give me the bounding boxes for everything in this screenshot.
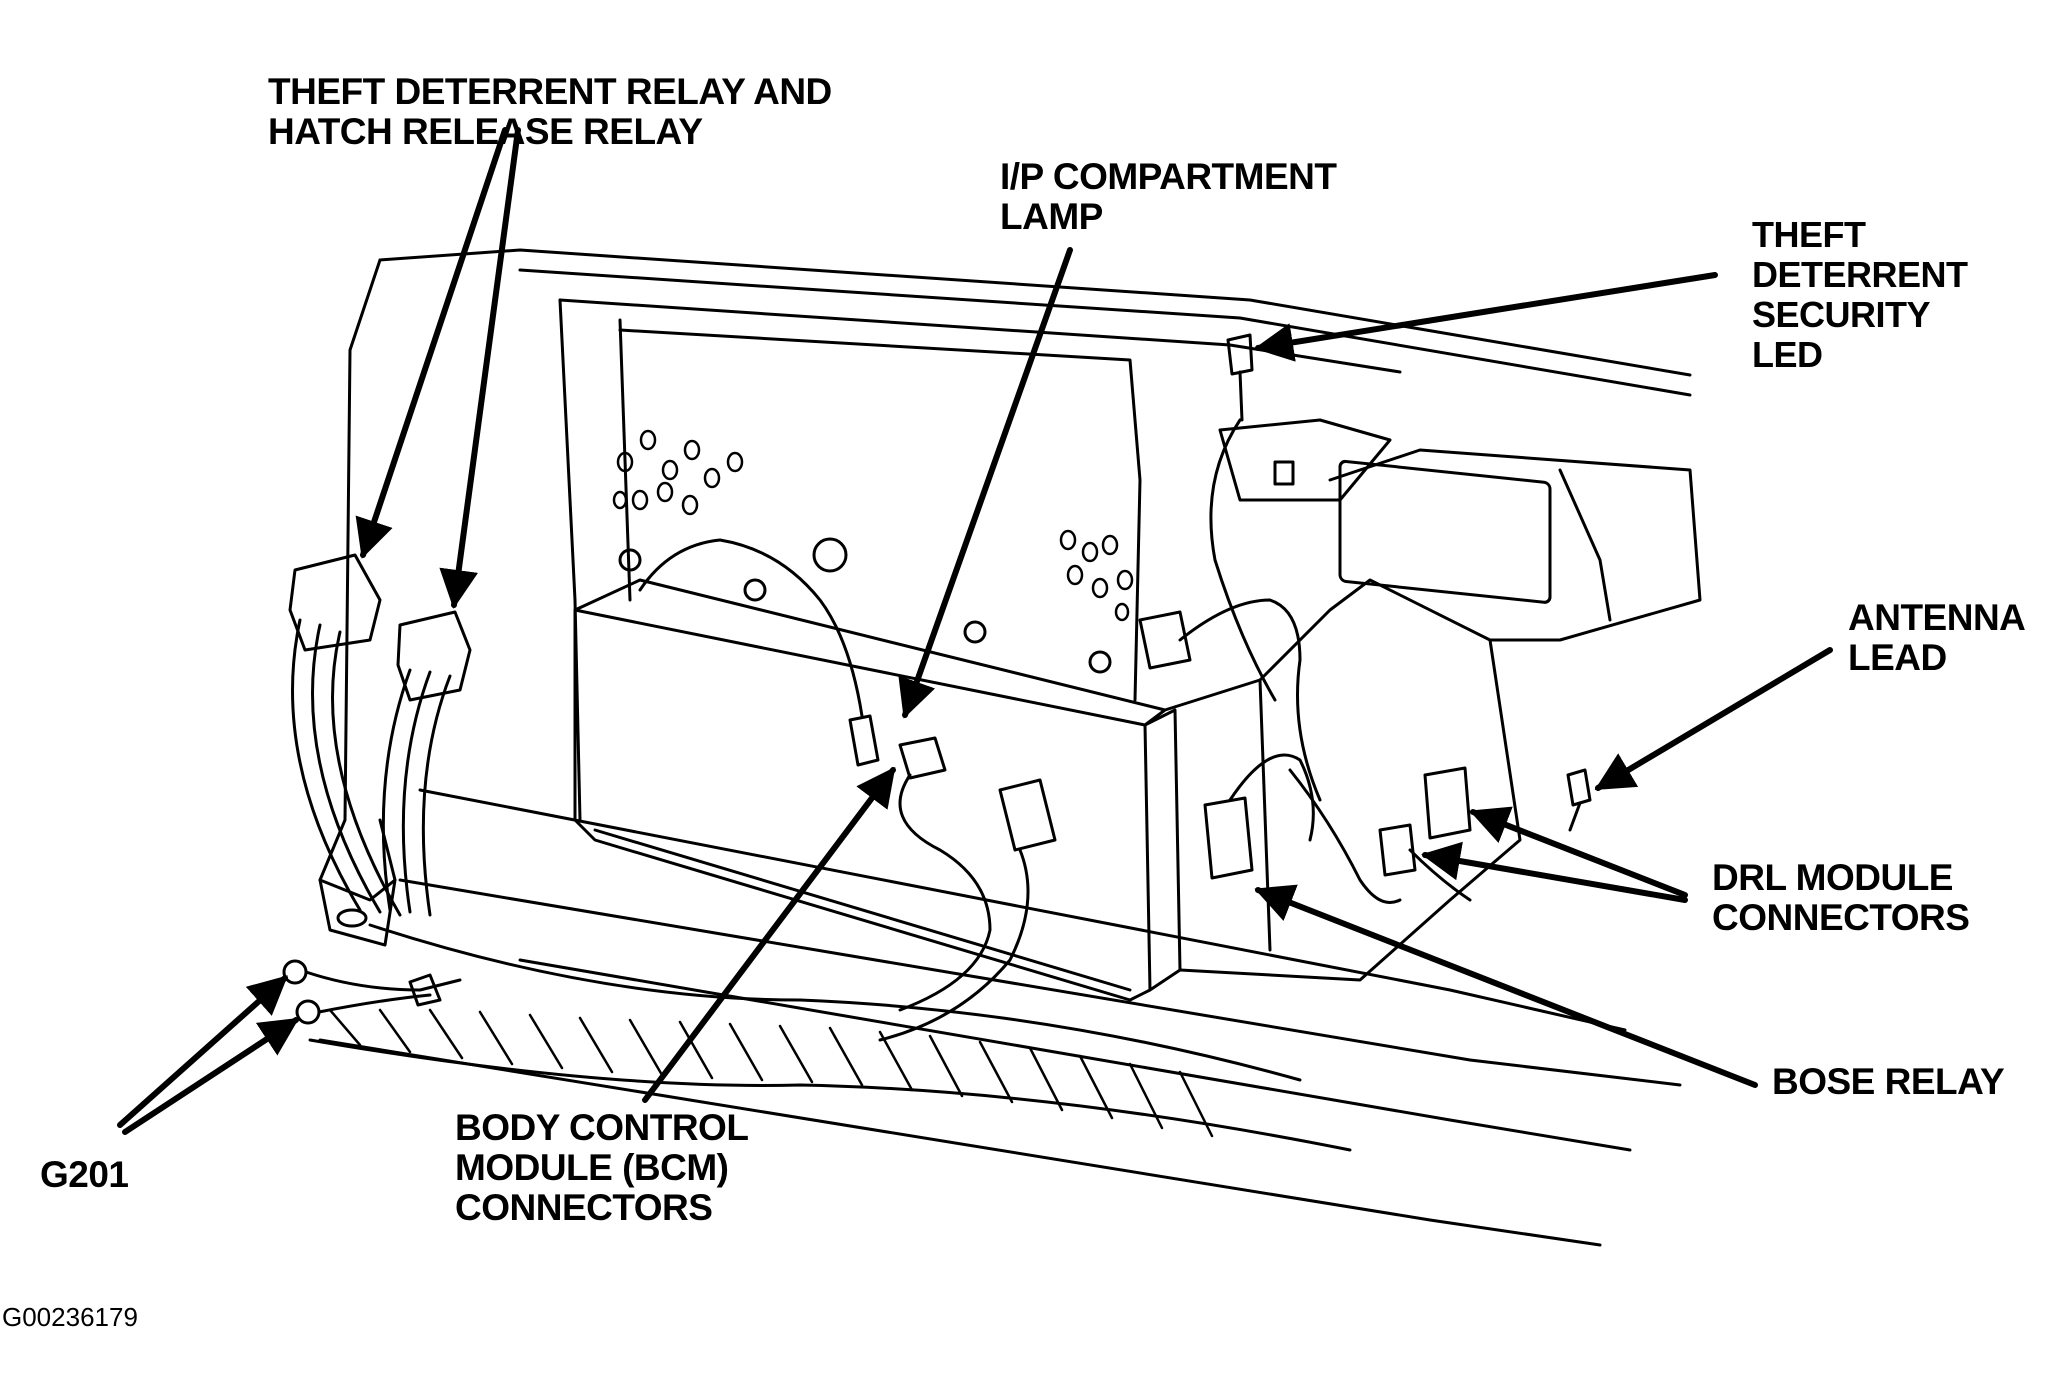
arrow-g201-upper [117, 975, 288, 1128]
harness-wrap-stripes [328, 1008, 1214, 1138]
relay-harness-right [381, 668, 452, 917]
theft-deterrent-relay [288, 553, 382, 652]
bose-relay [1203, 796, 1254, 880]
bcm-box-top [573, 578, 1167, 727]
arrow-theft-relay [355, 127, 508, 559]
arrow-antenna [1594, 647, 1833, 791]
relay-harness-left [291, 618, 402, 917]
console-wiring [1178, 598, 1322, 802]
bcm-connector-a [898, 736, 947, 780]
dash-top-edge-inner [518, 268, 1692, 397]
arrow-security-led [1254, 272, 1718, 362]
vent-holes-right [1059, 529, 1134, 622]
dash-left-bracket [318, 878, 397, 947]
arrow-ip-lamp [898, 247, 1073, 719]
antenna-lead-plug [1566, 768, 1592, 807]
security-led [1226, 333, 1254, 376]
led-wire [1209, 370, 1277, 702]
right-dash-panel [1328, 448, 1702, 642]
figure-id: G00236179 [2, 1302, 138, 1332]
panel-divider-left [558, 298, 582, 822]
label-security-led: THEFT DETERRENT SECURITY LED [1752, 214, 1968, 375]
label-antenna-lead: ANTENNA LEAD [1848, 597, 2026, 678]
panel-divider-mid [618, 318, 632, 602]
console-connector [1138, 610, 1192, 670]
main-harness-upper [368, 923, 1302, 1082]
drl-connector-upper [1423, 766, 1472, 840]
label-drl-connectors: DRL MODULE CONNECTORS [1712, 857, 1970, 938]
ip-lamp-connector [848, 714, 880, 767]
ground-terminal-lower [295, 999, 321, 1025]
ip-lamp-wire [638, 538, 864, 718]
lower-trim-mid [398, 878, 1682, 1087]
bracket-hole [336, 908, 368, 928]
antenna-lead-cable [1568, 801, 1582, 832]
bcm-connector-b [998, 778, 1057, 852]
arrow-drl-lower [1421, 841, 1688, 903]
bcm-box-base [593, 828, 1132, 992]
mounting-bolts [618, 548, 1112, 674]
instrument-panel-art [282, 248, 1702, 1247]
arrow-drl-upper [1469, 806, 1688, 898]
ip-lamp-bulb [812, 537, 848, 573]
arrow-bcm [642, 766, 896, 1103]
bcm-box-side [1143, 708, 1182, 992]
floor-edge [318, 1038, 1602, 1247]
dash-top-edge-lip [558, 298, 1402, 374]
label-theft-relay: THEFT DETERRENT RELAY AND HATCH RELEASE … [268, 71, 832, 152]
bcm-harness [878, 773, 1030, 1042]
vent-panel-left [618, 328, 1142, 702]
lower-trim-bottom [518, 958, 1632, 1152]
led-mount-bracket [1218, 418, 1392, 502]
vent-holes-left [612, 429, 744, 516]
display-window [1338, 459, 1552, 604]
arrow-bose [1254, 884, 1758, 1088]
drl-connector-lower [1378, 823, 1417, 877]
bcm-box [573, 608, 1152, 1002]
right-console-face [1258, 678, 1272, 952]
led-mount-tab [1273, 460, 1295, 486]
label-g201: G201 [40, 1154, 129, 1195]
arrow-hatch-relay [439, 127, 521, 609]
callout-arrows [117, 127, 1833, 1135]
lower-trim-top [418, 788, 1627, 1032]
arrow-g201-lower [122, 1017, 300, 1135]
label-ip-lamp: I/P COMPARTMENT LAMP [1000, 156, 1337, 237]
bose-relay-harness [1228, 753, 1315, 842]
right-dash-edge [1558, 468, 1612, 622]
label-bose-relay: BOSE RELAY [1772, 1061, 2005, 1102]
dash-top-edge [378, 248, 1692, 377]
main-harness-lower [308, 1038, 1352, 1152]
label-bcm-connectors: BODY CONTROL MODULE (BCM) CONNECTORS [455, 1107, 749, 1228]
ground-wires [304, 970, 462, 1014]
ground-clip [408, 973, 442, 1007]
hatch-release-relay [396, 610, 472, 702]
